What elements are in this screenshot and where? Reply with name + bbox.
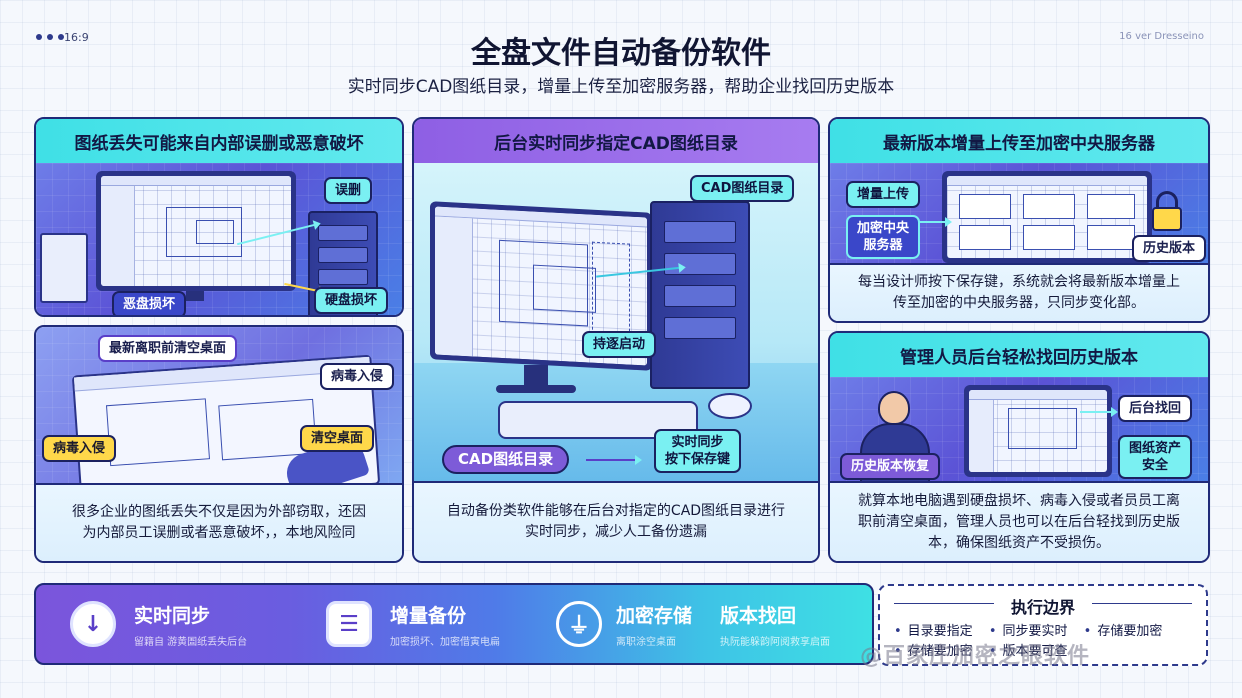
feature-subtitle: 加密损坏、加密借寅电扁 (390, 636, 500, 648)
feature-version-recovery: 版本找回 执阮能躲韵阿阅救享启面 (720, 585, 870, 663)
boundary-item: 存储要加密 (894, 644, 973, 659)
corner-note: 16 ver Dresseino (1119, 31, 1204, 42)
boundary-item: 同步要实时 (989, 624, 1068, 639)
panel-recover-history: 管理人员后台轻松找回历史版本 后台找回 历史版本恢复 图纸资产 安全 就算本地电… (828, 331, 1210, 563)
panel-realtime-sync-text: 自动备份类软件能够在后台对指定的CAD图纸目录进行实时同步，减少人工备份遗漏 (414, 481, 818, 561)
upload-monitor (942, 171, 1152, 263)
boundary-item: 存储要加密 (1084, 624, 1163, 639)
feature-encrypted-storage: ⏚ 加密存储 离职涂空桌面 (556, 585, 716, 663)
tag-virus-left: 病毒入侵 (42, 435, 117, 462)
panel-local-risk-art: 最新离职前清空桌面 病毒入侵 病毒入侵 清空桌面 (36, 327, 402, 485)
tag-cad-dir-top: CAD图纸目录 (690, 175, 795, 202)
tag-encrypted-server: 加密中央 服务器 (846, 215, 921, 259)
panel-incremental-upload-text: 每当设计师按下保存键，系统就会将最新版本增量上传至加密的中央服务器，只同步变化部… (830, 263, 1208, 321)
panel-realtime-sync-head: 后台实时同步指定CAD图纸目录 (414, 119, 818, 163)
tag-save-sync: 实时同步 按下保存键 (654, 429, 742, 473)
admin-person-head (878, 391, 910, 425)
watermark: @百家庄加密之眼软件 (860, 644, 1091, 669)
execution-boundary-items: 目录要指定 同步要实时 存储要加密 存储要加密 版本要可查 (894, 622, 1198, 662)
dots-indicator (36, 34, 64, 40)
tag-asset-safe: 图纸资产 安全 (1118, 435, 1193, 479)
panel-recover-history-head: 管理人员后台轻松找回历史版本 (830, 333, 1208, 377)
tag-auto-sync: 持逐启动 (582, 331, 657, 358)
tag-malicious-damage: 恶盘损坏 (112, 291, 187, 315)
panel-incremental-upload-art: 增量上传 加密中央 服务器 历史版本 (830, 163, 1208, 267)
feature-subtitle: 离职涂空桌面 (616, 636, 676, 648)
panel-internal-risk-head: 图纸丢失可能来自内部误删或恶意破坏 (36, 119, 402, 163)
feature-subtitle: 执阮能躲韵阿阅救享启面 (720, 636, 830, 648)
panel-internal-risk-art: 误删 恶盘损坏 硬盘损坏 (36, 163, 402, 315)
boundary-item: 版本要可查 (989, 644, 1068, 659)
lock-icon (1156, 191, 1178, 213)
feature-realtime-sync: ↓ 实时同步 留籍自 游黄圄纸丢失后台 (70, 585, 310, 663)
page-subtitle: 实时同步CAD图纸目录，增量上传至加密服务器，帮助企业找回历史版本 (347, 77, 895, 97)
panel-recover-history-art: 后台找回 历史版本恢复 图纸资产 安全 (830, 377, 1208, 485)
feature-title: 加密存储 (616, 604, 693, 627)
feature-subtitle: 留籍自 游黄圄纸丢失后台 (134, 636, 248, 648)
tag-backend-recover: 后台找回 (1118, 395, 1193, 422)
tag-incremental-upload: 增量上传 (846, 181, 921, 208)
boundary-item: 目录要指定 (894, 624, 973, 639)
panel-local-risk: 最新离职前清空桌面 病毒入侵 病毒入侵 清空桌面 很多企业的图纸丢失不仅是因为外… (34, 325, 404, 563)
admin-monitor (964, 385, 1112, 477)
page-title: 全盘文件自动备份软件 (471, 36, 771, 71)
list-icon: ☰ (326, 601, 372, 647)
tag-history-version: 历史版本 (1132, 235, 1207, 262)
aspect-ratio-label: 16:9 (64, 31, 89, 44)
tag-virus-right: 病毒入侵 (320, 363, 395, 390)
panel-realtime-sync: 后台实时同步指定CAD图纸目录 CAD图纸目录 持逐启动 CAD图纸目录 实时同… (412, 117, 820, 563)
lock-body (1152, 207, 1182, 231)
feature-title: 实时同步 (134, 604, 211, 627)
panel-realtime-sync-art: CAD图纸目录 持逐启动 CAD图纸目录 实时同步 按下保存键 (414, 163, 818, 487)
center-server-tower (650, 201, 750, 389)
feature-incremental-backup: ☰ 增量备份 加密损坏、加密借寅电扁 (326, 585, 556, 663)
tag-history-restore: 历史版本恢复 (840, 453, 941, 480)
panel-recover-history-text: 就算本地电脑遇到硬盘损坏、病毒入侵或者员员工离职前清空桌面，管理人员也可以在后台… (830, 481, 1208, 561)
panel-incremental-upload-head: 最新版本增量上传至加密中央服务器 (830, 119, 1208, 163)
panel-internal-risk: 图纸丢失可能来自内部误删或恶意破坏 误删 恶盘损坏 硬盘损坏 (34, 117, 404, 317)
feature-title: 版本找回 (720, 604, 797, 627)
feature-title: 增量备份 (390, 604, 467, 627)
panel-incremental-upload: 最新版本增量上传至加密中央服务器 增量上传 加密中央 服务器 历史版本 每当设计… (828, 117, 1210, 323)
panel-local-risk-text: 很多企业的图纸丢失不仅是因为外部窃取，还因为内部员工误删或者恶意破坏，，本地风险… (36, 483, 402, 561)
execution-boundary-title: 执行边界 (1010, 598, 1075, 617)
mouse (708, 393, 752, 419)
plug-icon: ⏚ (556, 601, 602, 647)
monitor-illustration (96, 171, 296, 291)
download-icon: ↓ (70, 601, 116, 647)
tag-delete: 误删 (324, 177, 373, 204)
feature-strip: ↓ 实时同步 留籍自 游黄圄纸丢失后台 ☰ 增量备份 加密损坏、加密借寅电扁 ⏚… (34, 583, 874, 665)
tag-clear-desktop: 清空桌面 (300, 425, 375, 452)
tag-resign-clear: 最新离职前清空桌面 (98, 335, 238, 362)
execution-boundary-box: 执行边界 目录要指定 同步要实时 存储要加密 存储要加密 版本要可查 (878, 584, 1208, 666)
tag-cad-dir-bottom: CAD图纸目录 (442, 445, 570, 474)
tag-disk-damage: 硬盘损坏 (314, 287, 389, 314)
